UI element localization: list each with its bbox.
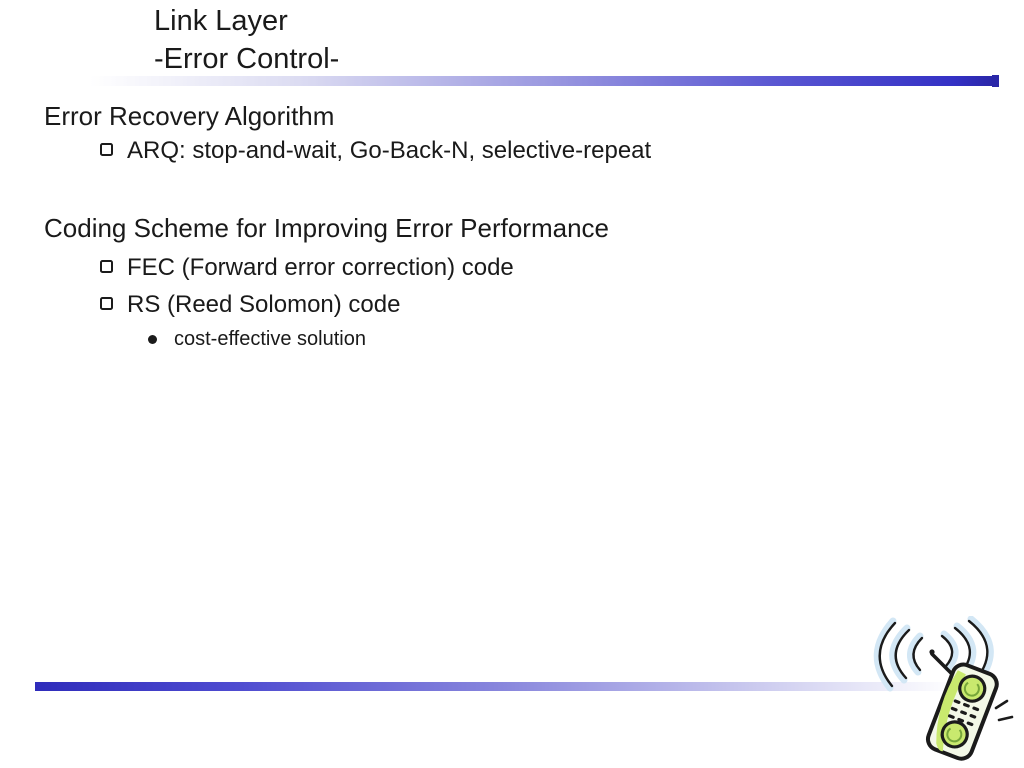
speaker-circle: [940, 720, 969, 749]
title-underline-gradient-bar: [0, 75, 999, 87]
bullet-item-fec: FEC (Forward error correction) code: [100, 253, 514, 282]
square-bullet-icon: [100, 260, 113, 273]
bullet-item-rs: RS (Reed Solomon) code: [100, 290, 400, 319]
slide-title-line-1: Link Layer: [154, 5, 288, 37]
antenna-line: [930, 652, 954, 676]
square-bullet-icon: [100, 297, 113, 310]
bullet-item-arq: ARQ: stop-and-wait, Go-Back-N, selective…: [100, 136, 651, 165]
speaker-shading: [946, 727, 963, 743]
bullet-text: FEC (Forward error correction) code: [127, 254, 514, 281]
square-bullet-icon: [100, 143, 113, 156]
keypad-dashes: [947, 699, 980, 727]
slide-title-line-2: -Error Control-: [154, 43, 340, 75]
section-heading-error-recovery: Error Recovery Algorithm: [44, 101, 335, 131]
sound-marks-icon: [994, 699, 1014, 722]
footer-gradient-bar: [35, 682, 1024, 691]
phone-body: [925, 662, 999, 761]
wireless-phone-icon: [873, 616, 1014, 761]
section-heading-coding-scheme: Coding Scheme for Improving Error Perfor…: [44, 213, 610, 243]
bullet-text: ARQ: stop-and-wait, Go-Back-N, selective…: [127, 137, 652, 164]
earpiece-shading: [963, 681, 980, 697]
bullet-text: RS (Reed Solomon) code: [127, 291, 401, 318]
subbullet-text: cost-effective solution: [174, 328, 366, 350]
circle-bullet-icon: [148, 335, 157, 344]
slide-title: Link Layer -Error Control-: [154, 2, 339, 78]
earpiece-circle: [958, 674, 987, 703]
subbullet-item-cost-effective: cost-effective solution: [148, 327, 366, 352]
